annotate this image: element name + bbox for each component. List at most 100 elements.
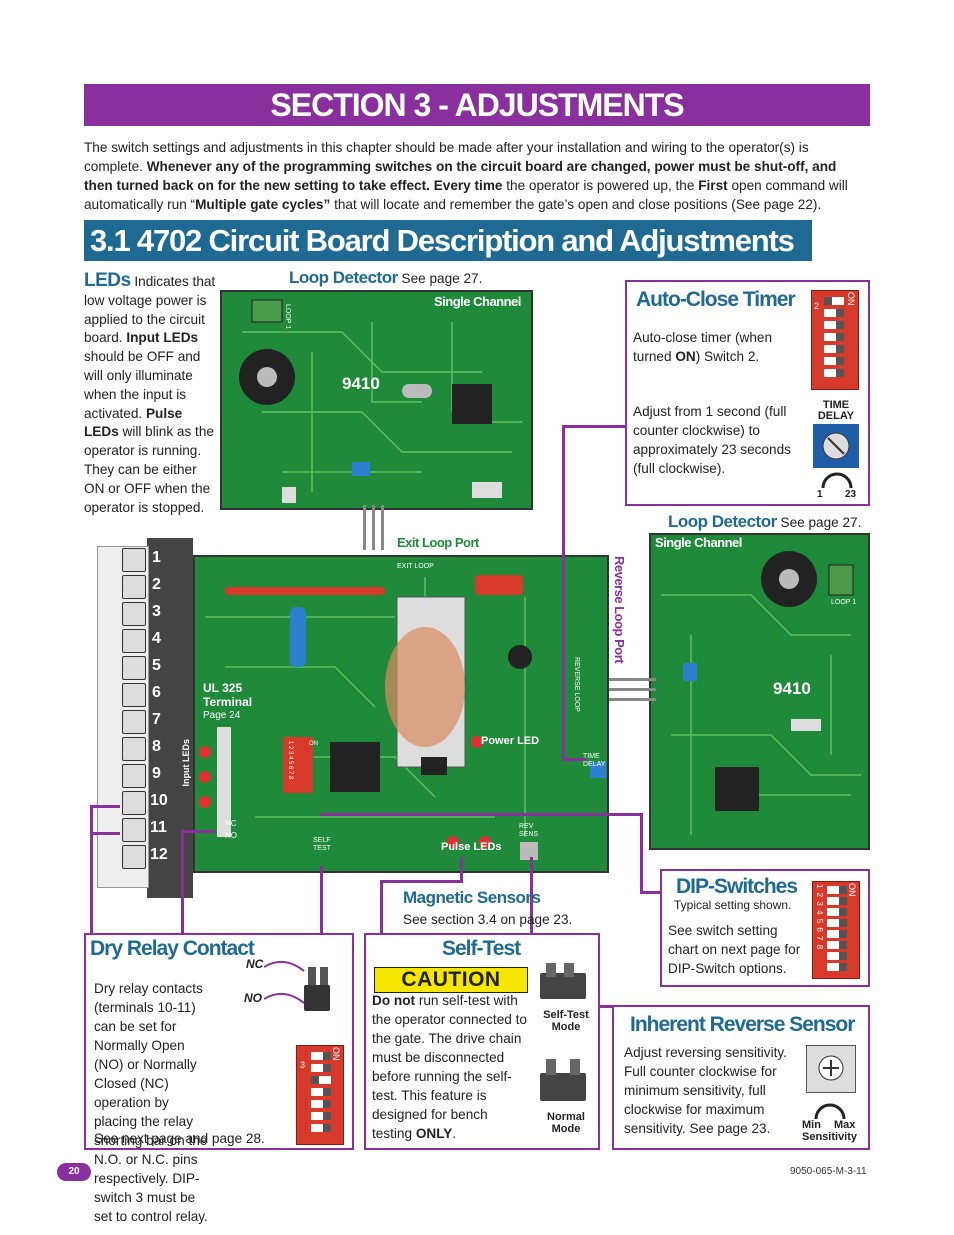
reverse-loop-port-label: Reverse Loop Port — [612, 556, 627, 664]
main-circuit-board: EXIT LOOP REVERSE LOOP UL 325 Terminal P… — [181, 555, 609, 873]
dry-relay-dip-on: ON — [331, 1047, 341, 1061]
sensitivity-min: Min — [802, 1119, 821, 1131]
dry-relay-contact-box: Dry Relay Contact NC NO Dry relay contac… — [84, 933, 354, 1224]
caution-banner: CAUTION — [374, 967, 528, 993]
dry-relay-no: NO — [244, 991, 262, 1005]
callout-line-selftest — [320, 866, 323, 934]
terminal-10 — [122, 791, 146, 815]
intro-text-5: open command will automatically run “ — [84, 178, 848, 212]
callout-line-mag — [460, 857, 463, 882]
main-board-traces — [199, 575, 606, 860]
exit-loop-silk: EXIT LOOP — [397, 563, 434, 570]
loop-detector-top-traces — [239, 299, 522, 503]
self-test-jumper-icon — [540, 963, 586, 999]
terminal-2-label: 2 — [152, 576, 161, 593]
main-dip-on: ON — [309, 741, 318, 747]
time-delay-potentiometer — [813, 424, 859, 468]
terminal-1 — [122, 548, 146, 572]
callout-line-dip — [320, 813, 642, 816]
dip-switches-graphic: ON 1 2 3 4 5 6 7 8 — [812, 881, 860, 979]
terminal-7-label: 7 — [152, 711, 161, 728]
terminal-4 — [122, 629, 146, 653]
auto-close-dip-switch: ON 2 — [811, 290, 859, 390]
connector-pin — [381, 505, 384, 550]
dry-relay-nc: NC — [246, 957, 264, 971]
intro-text-4: First — [698, 178, 728, 193]
self-test-mode-label: Self-Test Mode — [543, 1009, 589, 1033]
auto-close-text-1: Auto-close timer (when turned ON) Switch… — [633, 328, 803, 366]
reverse-loop-silk: REVERSE LOOP — [573, 657, 580, 712]
connector-pin — [608, 698, 656, 701]
terminal-strip — [147, 538, 193, 898]
relay-shorting-bar-icon — [264, 960, 330, 1011]
callout-line-term-v — [90, 805, 93, 934]
leds-text-2: Input LEDs — [126, 330, 199, 346]
dip-switches-box: DIP-Switches Typical setting shown. See … — [660, 869, 870, 987]
inherent-reverse-title: Inherent Reverse Sensor — [630, 1013, 855, 1036]
rev-sens-silk: REV SENS — [519, 823, 539, 838]
loop-detector-right-loop: LOOP 1 — [831, 599, 857, 606]
time-delay-min: 1 — [817, 489, 823, 500]
loop-detector-top-model: 9410 — [342, 374, 380, 393]
self-test-do-not: Do not — [372, 993, 416, 1008]
normal-mode-jumper-icon — [540, 1059, 586, 1101]
sensitivity-arc-icon — [814, 1103, 846, 1120]
dry-relay-title: Dry Relay Contact — [90, 937, 255, 960]
sensitivity-label: Sensitivity — [802, 1131, 858, 1143]
terminal-6-label: 6 — [152, 684, 161, 701]
terminal-10-label: 10 — [150, 792, 168, 809]
callout-line-auto-close-v — [562, 425, 565, 760]
auto-close-time-delay-label: TIME DELAY — [817, 399, 855, 422]
terminal-11-label: 11 — [150, 819, 167, 836]
terminal-5 — [122, 656, 146, 680]
loop-detector-top-channel: Single Channel — [434, 294, 521, 309]
self-test-only: ONLY — [415, 1126, 453, 1141]
power-led-label: Power LED — [481, 735, 540, 747]
intro-text-2: Whenever any of the programming switches… — [84, 159, 837, 193]
terminal-12-label: 12 — [150, 846, 168, 863]
dry-relay-body: Dry relay contacts (terminals 10-11) can… — [94, 981, 208, 1224]
auto-close-title: Auto-Close Timer — [636, 288, 796, 311]
input-leds-label: Input LEDs — [181, 739, 191, 787]
dry-relay-dip-slots — [311, 1052, 331, 1132]
potentiometer-knob-icon — [822, 432, 850, 460]
main-dip-nums: 1 2 3 4 5 6 7 8 — [287, 741, 293, 780]
main-time-delay-silk: TIME DELAY — [583, 753, 606, 768]
auto-close-dip-num: 2 — [814, 301, 820, 311]
ul325-label-page: Page 24 — [203, 710, 241, 721]
dip-switches-nums: 1 2 3 4 5 6 7 8 — [815, 884, 824, 951]
callout-line-mag-v — [380, 880, 383, 935]
self-test-title: Self-Test — [442, 937, 521, 960]
loop-detector-right-traces — [661, 551, 861, 835]
dip-switches-on: ON — [847, 883, 857, 897]
magnetic-sensors-label: Magnetic Sensors See section 3.4 on page… — [403, 888, 572, 929]
callout-line-auto-close-h — [562, 758, 586, 761]
auto-close-t2: ) Switch 2. — [695, 349, 760, 364]
no-silk: NO — [225, 831, 237, 840]
callout-line-dip-h — [640, 891, 662, 894]
dry-relay-text: Dry relay contacts (terminals 10-11) can… — [94, 979, 339, 1226]
callout-line-rev — [530, 857, 533, 1007]
time-delay-max: 23 — [845, 489, 857, 500]
inherent-reverse-box: Inherent Reverse Sensor Adjust reversing… — [612, 1005, 870, 1150]
self-test-silk: SELF TEST — [313, 837, 331, 852]
terminal-4-label: 4 — [152, 630, 161, 647]
ul325-label-1: UL 325 — [203, 681, 243, 695]
intro-text-3: the operator is powered up, the — [502, 178, 699, 193]
terminal-3 — [122, 602, 146, 626]
self-test-period: . — [452, 1126, 457, 1141]
terminal-12 — [122, 845, 146, 869]
connector-pin — [608, 678, 656, 681]
leds-text-5: will blink as the operator is running. T… — [84, 424, 214, 515]
nc-silk: NC — [225, 819, 237, 828]
terminal-11 — [122, 818, 146, 842]
terminal-5-label: 5 — [152, 657, 161, 674]
leds-text-3: should be OFF and will only illuminate w… — [84, 349, 201, 421]
leds-title: LEDs — [84, 270, 131, 291]
callout-line-term10 — [90, 805, 120, 808]
ul325-terminal-label: UL 325 Terminal Page 24 — [203, 681, 263, 723]
terminal-9-label: 9 — [152, 765, 161, 782]
dry-relay-ref: See next page and page 28. — [94, 1131, 265, 1146]
loop-detector-top-loop: LOOP 1 — [284, 304, 291, 330]
dip-switches-subtitle: Typical setting shown. — [674, 898, 792, 912]
